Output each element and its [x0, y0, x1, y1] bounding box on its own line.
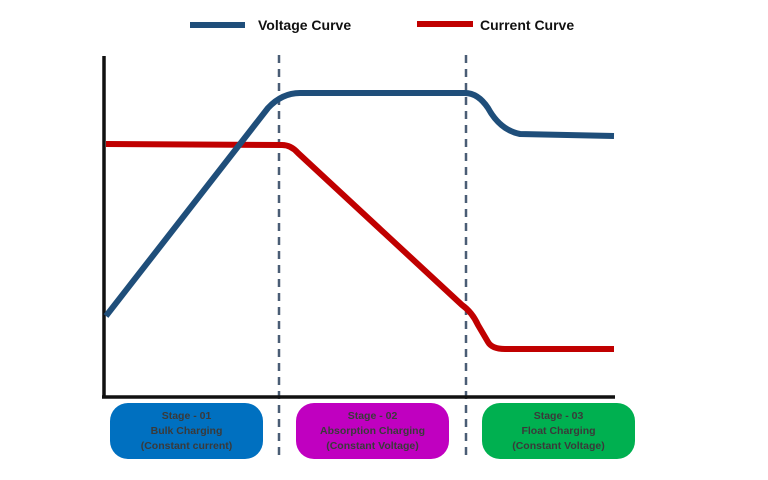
stage-01-mode: (Constant current): [140, 439, 233, 452]
stage-01-title: Stage - 01: [161, 409, 212, 422]
stage-03-mode: (Constant Voltage): [512, 439, 605, 452]
current-legend-label: Current Curve: [480, 17, 574, 33]
stage-03-name: Float Charging: [521, 424, 596, 437]
stage-02-mode: (Constant Voltage): [326, 439, 419, 452]
stage-01-name: Bulk Charging: [150, 424, 223, 437]
stage-02-box: Stage - 02 Absorption Charging (Constant…: [296, 403, 449, 459]
stage-03-box: Stage - 03 Float Charging (Constant Volt…: [482, 403, 635, 459]
stage-02-title: Stage - 02: [347, 409, 398, 422]
voltage-curve: [103, 90, 615, 318]
stage-03-title: Stage - 03: [533, 409, 584, 422]
stage-02-name: Absorption Charging: [320, 424, 425, 437]
current-curve: [105, 141, 614, 352]
voltage-legend-label: Voltage Curve: [258, 17, 351, 33]
stage-01-box: Stage - 01 Bulk Charging (Constant curre…: [110, 403, 263, 459]
